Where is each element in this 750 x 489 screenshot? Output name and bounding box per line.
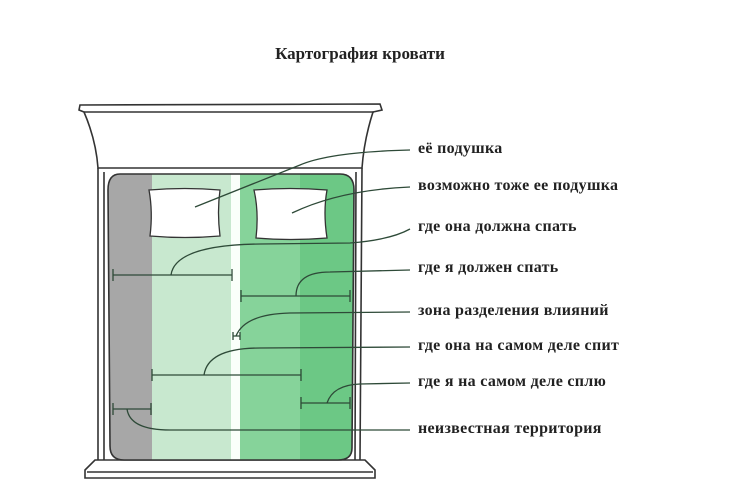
her-pillow bbox=[148, 187, 221, 239]
leader-where-i-should-sleep bbox=[295, 269, 411, 297]
label-where-she-actually-sleeps: где она на самом деле спит bbox=[418, 337, 620, 354]
label-where-she-should-sleep: где она должна спать bbox=[418, 218, 577, 235]
label-influence-zone: зона разделения влияний bbox=[418, 302, 609, 319]
label-her-pillow: её подушка bbox=[418, 140, 503, 157]
bracket-where-she-should-sleep bbox=[112, 269, 233, 281]
unknown-territory-zone bbox=[108, 174, 152, 460]
leader-where-she-actually-sleeps bbox=[203, 346, 411, 376]
leader-her-pillow bbox=[194, 149, 411, 208]
headboard bbox=[78, 103, 384, 169]
bed-frame bbox=[97, 167, 363, 461]
label-where-i-actually-sleep: где я на самом деле сплю bbox=[418, 373, 607, 390]
leader-where-she-should-sleep bbox=[170, 228, 411, 276]
bracket-where-i-actually-sleep bbox=[300, 397, 351, 409]
bracket-unknown-territory bbox=[112, 403, 152, 415]
footboard bbox=[84, 459, 376, 479]
leader-unknown-territory bbox=[126, 408, 410, 431]
bracket-where-she-actually-sleeps bbox=[151, 369, 302, 381]
label-unknown-territory: неизвестная территория bbox=[418, 420, 602, 437]
leader-where-i-actually-sleep bbox=[326, 382, 411, 404]
diagram-title: Картография кровати bbox=[275, 44, 445, 63]
label-where-i-should-sleep: где я должен спать bbox=[418, 259, 559, 276]
leader-influence-zone bbox=[235, 311, 411, 337]
his-pillow bbox=[253, 187, 328, 241]
label-maybe-her-pillow: возможно тоже ее подушка bbox=[418, 177, 619, 194]
leader-maybe-her-pillow bbox=[291, 186, 411, 214]
divider-gap bbox=[231, 174, 240, 460]
